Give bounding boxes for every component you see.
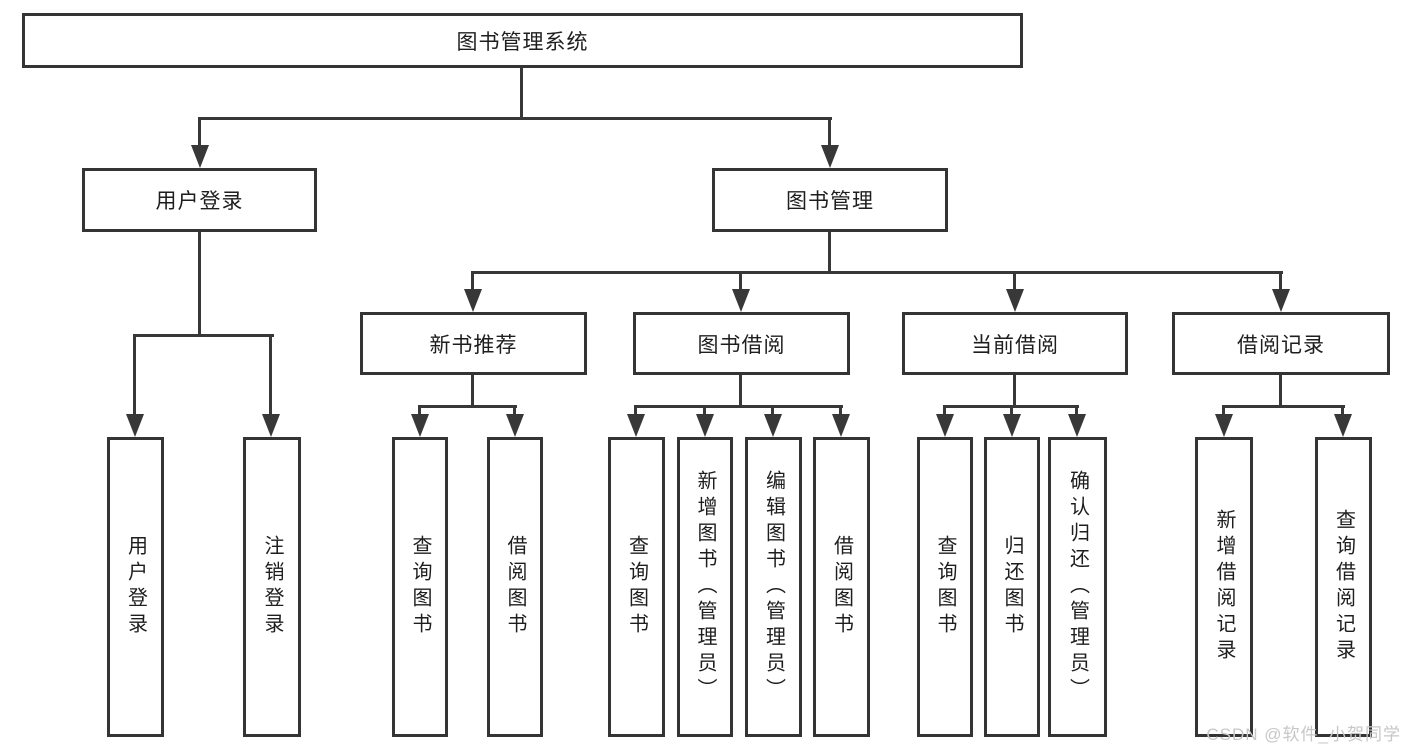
- connector-line: [269, 334, 272, 418]
- arrowhead-down-icon: [764, 414, 782, 437]
- connector-line: [471, 375, 474, 408]
- connector-line: [1013, 375, 1016, 408]
- arrowhead-down-icon: [832, 414, 850, 437]
- leaf-borrow-books-recommend: 借阅图书: [487, 437, 543, 737]
- csdn-watermark: CSDN @软件_小贺同学: [1206, 725, 1401, 744]
- arrowhead-down-icon: [696, 414, 714, 437]
- node-library-management-system: 图书管理系统: [22, 13, 1023, 68]
- connector-line: [1279, 271, 1282, 292]
- arrowhead-down-icon: [1272, 289, 1290, 312]
- connector-line: [198, 117, 832, 120]
- connector-line: [739, 375, 742, 408]
- leaf-add-borrow-record: 新增借阅记录: [1195, 437, 1253, 737]
- leaf-add-books-admin: 新增图书（管理员）: [677, 437, 733, 737]
- connector-line: [839, 405, 842, 418]
- leaf-confirm-return-admin: 确认归还（管理员）: [1048, 437, 1107, 737]
- arrowhead-down-icon: [1068, 414, 1086, 437]
- node-borrow-records: 借阅记录: [1172, 312, 1390, 375]
- arrowhead-down-icon: [821, 145, 839, 168]
- connector-line: [513, 405, 516, 418]
- arrowhead-down-icon: [464, 289, 482, 312]
- arrowhead-down-icon: [262, 414, 280, 437]
- arrowhead-down-icon: [627, 414, 645, 437]
- arrowhead-down-icon: [1334, 414, 1352, 437]
- connector-line: [634, 405, 637, 418]
- leaf-query-books-recommend: 查询图书: [392, 437, 448, 737]
- connector-line: [418, 405, 421, 418]
- arrowhead-down-icon: [126, 414, 144, 437]
- node-book-management: 图书管理: [712, 168, 948, 232]
- leaf-query-books-current: 查询图书: [917, 437, 973, 737]
- node-current-borrow: 当前借阅: [902, 312, 1128, 375]
- node-book-borrow: 图书借阅: [633, 312, 850, 375]
- arrowhead-down-icon: [732, 289, 750, 312]
- connector-line: [133, 334, 136, 418]
- arrowhead-down-icon: [1215, 414, 1233, 437]
- connector-line: [1222, 405, 1345, 408]
- connector-line: [828, 232, 831, 274]
- arrowhead-down-icon: [1003, 414, 1021, 437]
- connector-line: [1075, 405, 1078, 418]
- connector-line: [1341, 405, 1344, 418]
- arrowhead-down-icon: [1006, 289, 1024, 312]
- connector-line: [471, 271, 474, 292]
- connector-line: [471, 271, 1283, 274]
- node-user-login: 用户登录: [82, 168, 317, 232]
- connector-line: [133, 334, 274, 337]
- connector-line: [739, 271, 742, 292]
- connector-line: [1222, 405, 1225, 418]
- leaf-query-borrow-record: 查询借阅记录: [1315, 437, 1372, 737]
- connector-line: [418, 405, 517, 408]
- node-new-book-recommend: 新书推荐: [360, 312, 587, 375]
- connector-line: [1279, 375, 1282, 408]
- connector-line: [771, 405, 774, 418]
- leaf-edit-books-admin: 编辑图书（管理员）: [745, 437, 802, 737]
- arrowhead-down-icon: [191, 145, 209, 168]
- leaf-logout: 注销登录: [243, 437, 301, 737]
- connector-line: [1013, 271, 1016, 292]
- leaf-return-books: 归还图书: [984, 437, 1040, 737]
- connector-line: [198, 117, 201, 150]
- connector-line: [634, 405, 843, 408]
- connector-line: [703, 405, 706, 418]
- arrowhead-down-icon: [506, 414, 524, 437]
- arrowhead-down-icon: [936, 414, 954, 437]
- leaf-query-books-borrow: 查询图书: [608, 437, 665, 737]
- connector-line: [520, 68, 523, 119]
- connector-line: [943, 405, 946, 418]
- connector-line: [1010, 405, 1013, 418]
- connector-line: [198, 232, 201, 337]
- leaf-borrow-books: 借阅图书: [813, 437, 870, 737]
- connector-line: [828, 117, 831, 150]
- leaf-user-login: 用户登录: [107, 437, 164, 737]
- arrowhead-down-icon: [411, 414, 429, 437]
